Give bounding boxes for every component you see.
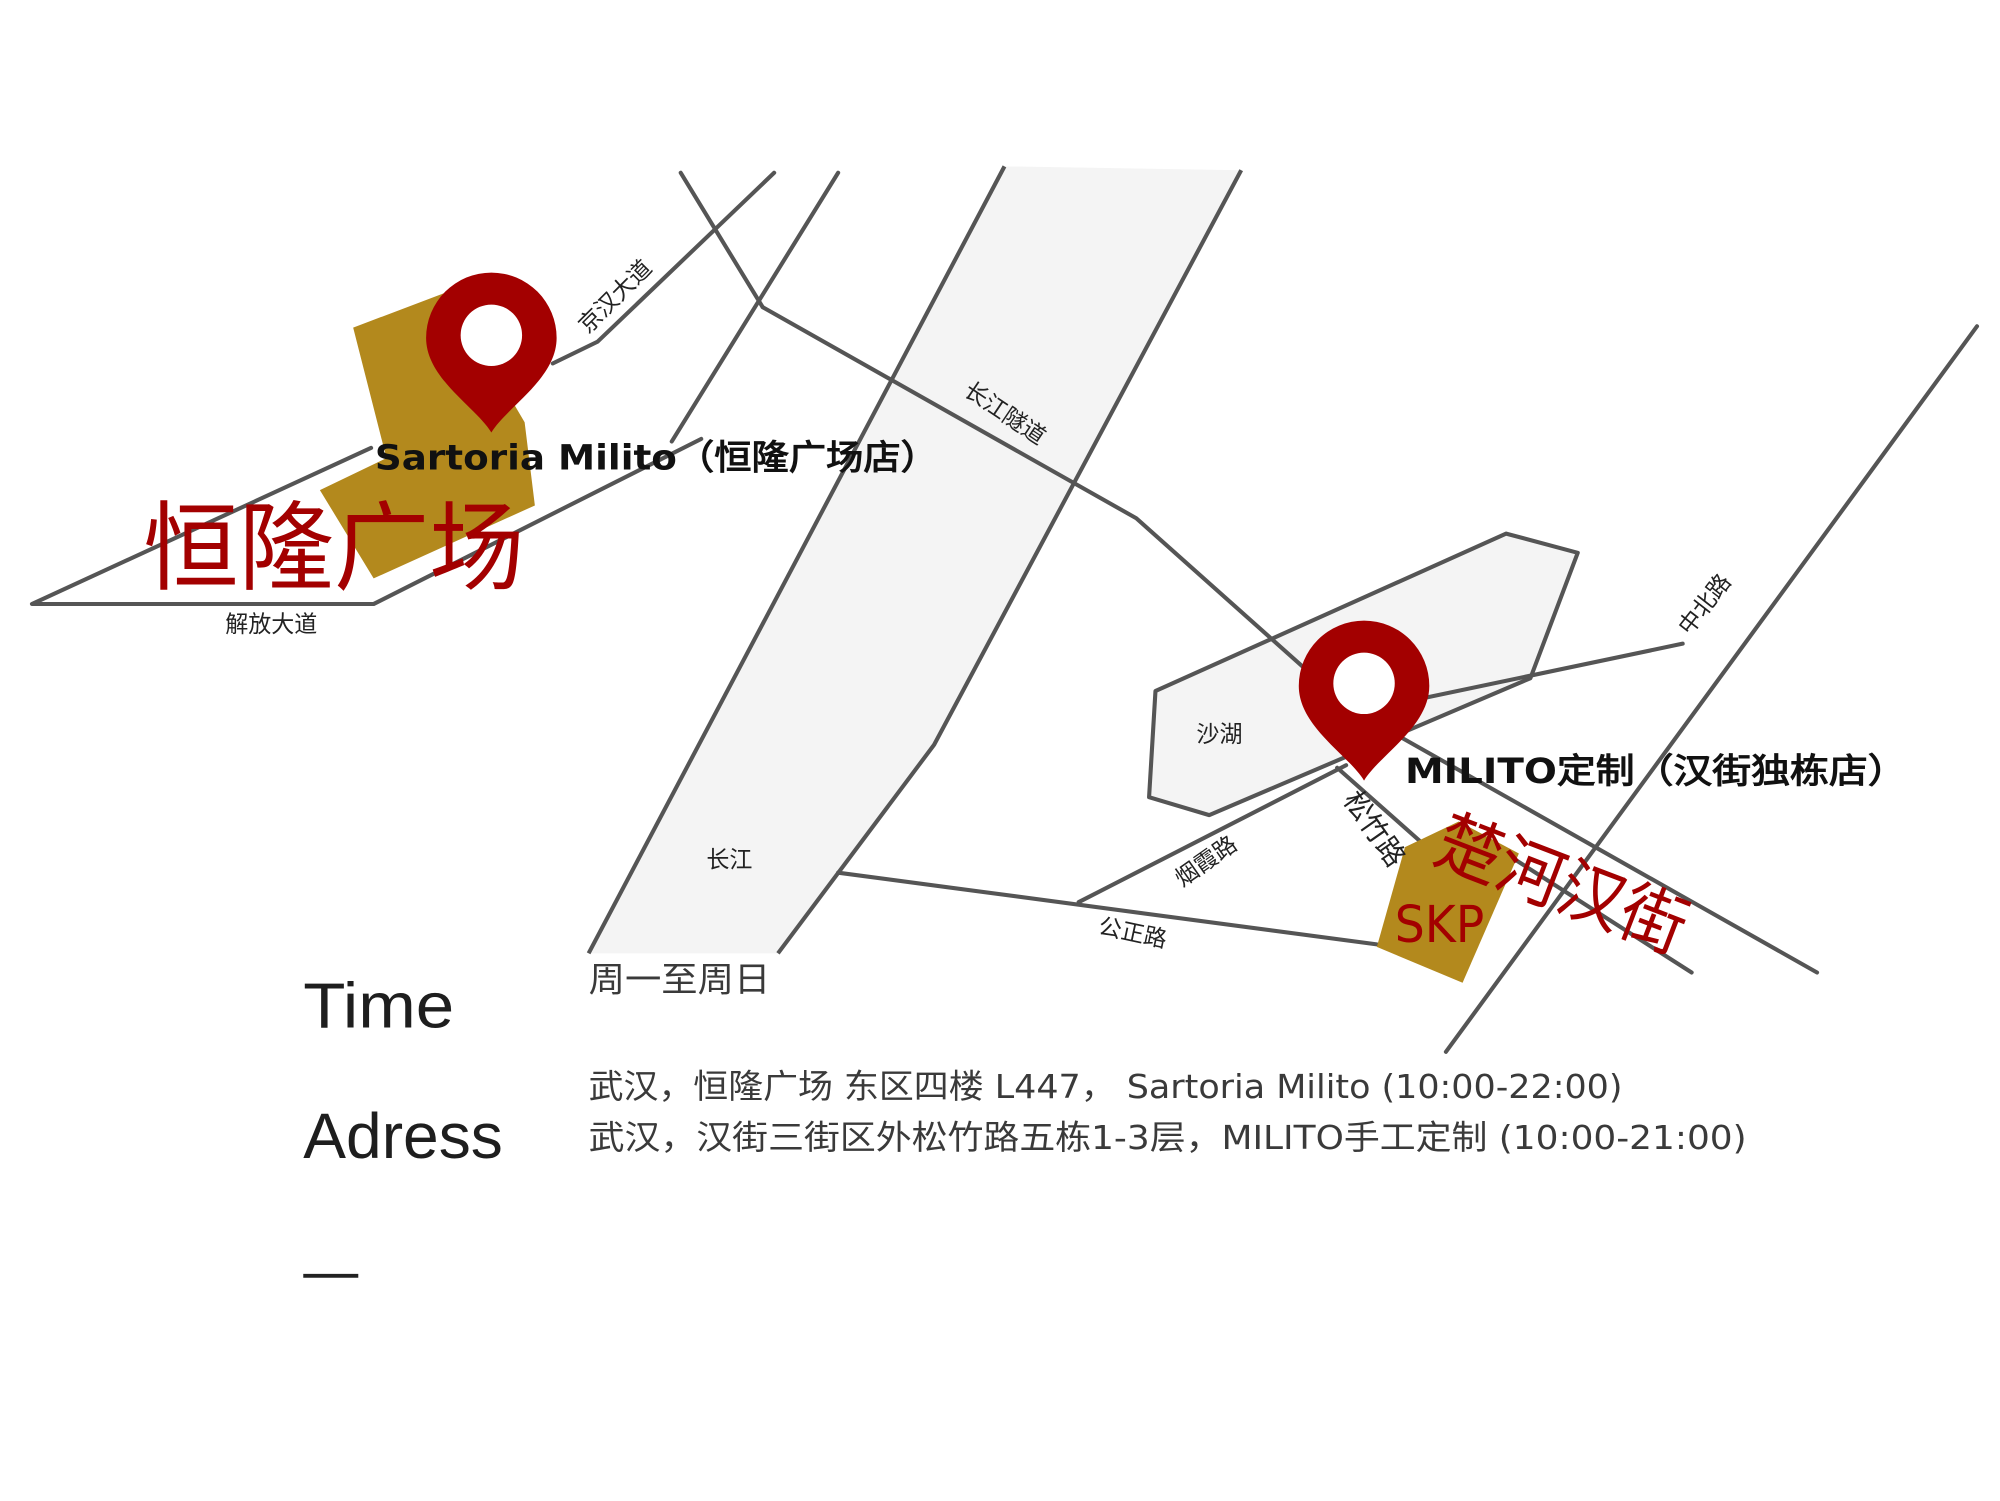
- river-right-bank: [776, 169, 1244, 955]
- area-label-henglong: 恒隆广场: [143, 492, 524, 605]
- store-label-henglong: Sartoria Milito（恒隆广场店）: [375, 439, 938, 479]
- road-songzhu: [1335, 765, 1429, 850]
- river-fill: [588, 166, 1242, 954]
- area-label-skp: SKP: [1395, 895, 1485, 955]
- store-label-hanjie: MILITO定制（汉街独栋店）: [1405, 752, 1907, 792]
- river-changjiang: [586, 165, 1244, 955]
- address-heading: Adress: [303, 1100, 503, 1172]
- road-upper-left-branch: [678, 170, 765, 310]
- road-label-songzhu: 松竹路: [1337, 785, 1412, 873]
- road-changjiang-tunnel: [760, 305, 1340, 700]
- road-gongzheng: [836, 870, 1379, 947]
- road-zhongbei: [1443, 324, 1980, 1054]
- road-label-yanxia: 烟霞路: [1171, 831, 1242, 892]
- time-heading: Time: [303, 970, 454, 1042]
- road-hanjie-main: [1335, 699, 1820, 975]
- landmark-skp: [1376, 821, 1519, 983]
- road-label-jiefang: 解放大道: [225, 612, 317, 638]
- map-pin-icon: [1298, 620, 1430, 781]
- address-line-henglong: 武汉，恒隆广场 东区四楼 L447， Sartoria Milito (10:0…: [589, 1067, 1623, 1106]
- pin-hole: [1333, 652, 1395, 715]
- water-label-lake: 沙湖: [1196, 722, 1242, 748]
- road-jiefang: [29, 436, 704, 607]
- road-label-zhongbei: 中北路: [1674, 570, 1737, 640]
- river-left-bank: [586, 165, 1007, 955]
- time-value: 周一至周日: [589, 961, 771, 1001]
- water-label-river: 长江: [706, 848, 752, 874]
- address-line-hanjie: 武汉，汉街三街区外松竹路五栋1-3层，MILITO手工定制 (10:00-21:…: [589, 1118, 1747, 1157]
- road-jinghan: [550, 170, 777, 366]
- pin-hole: [460, 304, 523, 366]
- map-pin-icon: [426, 272, 557, 433]
- road-label-gongzheng: 公正路: [1096, 914, 1169, 954]
- road-yanxia: [1076, 763, 1349, 905]
- road-upper-diagonal: [669, 170, 841, 444]
